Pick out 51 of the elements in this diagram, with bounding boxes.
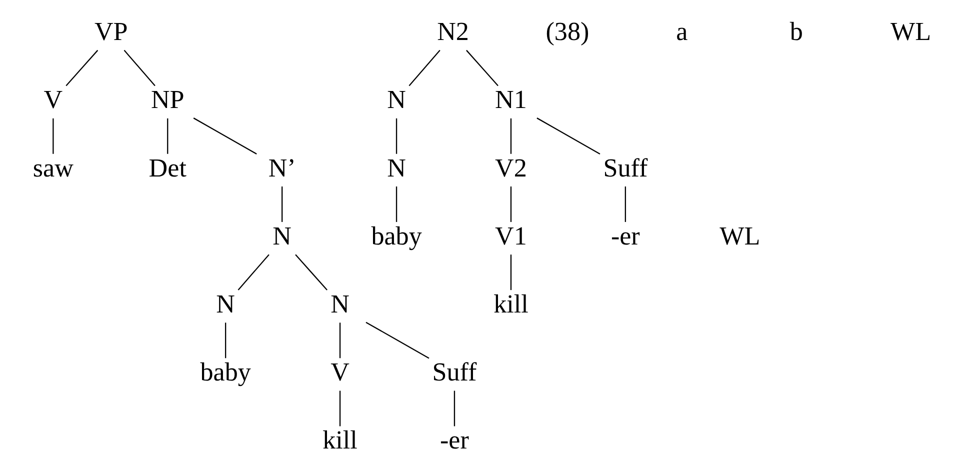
node-text: Det: [148, 152, 186, 182]
connector: [510, 186, 512, 222]
connector: [339, 322, 341, 358]
label: (38): [546, 16, 590, 46]
connector: [510, 118, 512, 154]
connector: [295, 254, 328, 290]
label: b: [790, 16, 803, 46]
label: a: [676, 16, 688, 46]
node-text: -er: [610, 220, 640, 250]
connector: [66, 49, 98, 86]
node-text: -er: [440, 425, 469, 454]
node-text: baby: [200, 357, 251, 386]
node-text: N: [216, 288, 235, 318]
connector: [339, 390, 341, 426]
connector: [282, 186, 283, 222]
connector: [454, 390, 456, 426]
connector: [536, 117, 600, 154]
node-text: kill: [322, 425, 358, 454]
node-text: N: [272, 220, 292, 250]
node-text: Suff: [432, 357, 477, 386]
node-text: baby: [371, 220, 422, 250]
label: WL: [890, 16, 932, 46]
connector: [193, 117, 257, 154]
connector: [52, 118, 54, 154]
node-text: V2: [495, 152, 527, 182]
node-text: V: [44, 84, 63, 114]
connector: [396, 186, 398, 222]
connector: [167, 118, 168, 154]
node-text: N’: [268, 152, 296, 182]
connector: [225, 322, 226, 358]
node-text: N: [387, 84, 406, 114]
connector: [238, 254, 270, 290]
connector: [124, 49, 156, 86]
node-text: N1: [495, 84, 527, 114]
connector: [510, 254, 512, 290]
node-text: N: [330, 288, 350, 318]
node-text: N: [387, 152, 406, 182]
node-text: N2: [437, 16, 469, 46]
node-text: V: [330, 357, 350, 386]
connector: [466, 49, 498, 86]
node-text: V1: [495, 220, 527, 250]
connector: [624, 186, 626, 222]
node-text: NP: [150, 84, 184, 114]
node-text: saw: [32, 152, 74, 182]
connector: [366, 321, 430, 358]
label: WL: [720, 220, 760, 250]
node-text: Suff: [603, 152, 648, 182]
connector: [408, 49, 440, 86]
connector: [396, 118, 398, 154]
node-text: kill: [494, 288, 528, 318]
node-text: VP: [94, 16, 128, 46]
